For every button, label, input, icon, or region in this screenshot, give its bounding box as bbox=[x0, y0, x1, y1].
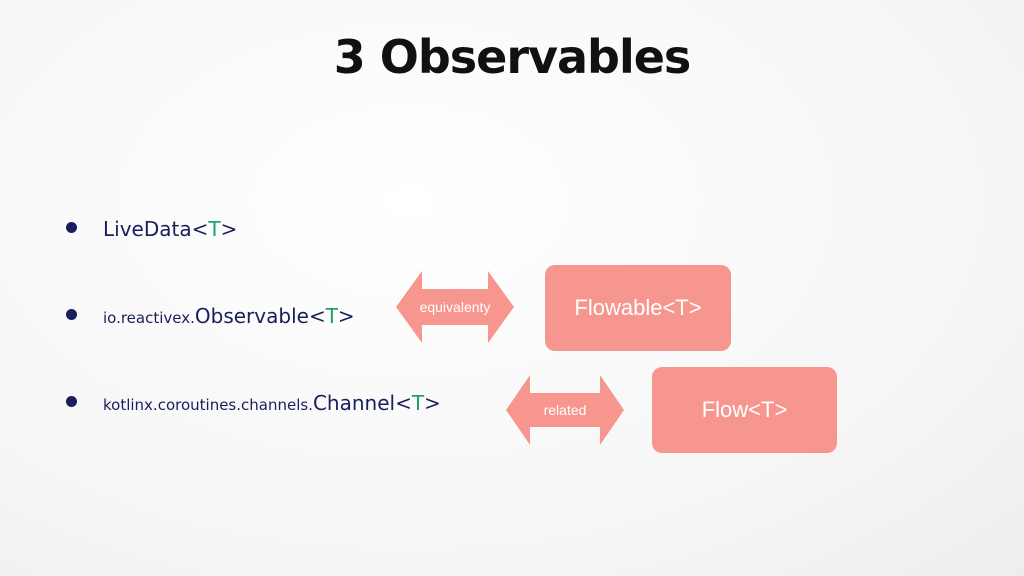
bullet-generic-open: < bbox=[308, 304, 326, 328]
flowable-box: Flowable<T> bbox=[545, 265, 731, 351]
bullet-generic-close: > bbox=[337, 304, 355, 328]
bullet-prefix: kotlinx.coroutines.channels. bbox=[103, 396, 313, 414]
bullet-class-name: LiveData bbox=[103, 217, 192, 241]
bullet-generic-close: > bbox=[220, 217, 238, 241]
double-arrow-related: related bbox=[506, 375, 624, 445]
bullet-dot bbox=[66, 396, 77, 407]
double-arrow-icon bbox=[396, 271, 514, 343]
arrow-label: related bbox=[543, 402, 587, 418]
bullet-class-name: Observable bbox=[194, 304, 309, 328]
bullet-type-param: T bbox=[325, 304, 338, 328]
bullet-livedata: LiveData < T > bbox=[66, 217, 237, 241]
bullet-generic-open: < bbox=[191, 217, 209, 241]
bullet-prefix: io.reactivex. bbox=[103, 309, 195, 327]
bullet-generic-close: > bbox=[424, 391, 441, 415]
bullet-dot bbox=[66, 222, 77, 233]
bullet-type-param: T bbox=[208, 217, 221, 241]
bullet-generic-open: < bbox=[395, 391, 412, 415]
bullet-observable: io.reactivex. Observable < T > bbox=[66, 304, 355, 328]
bullet-channel: kotlinx.coroutines.channels. Channel < T… bbox=[66, 391, 441, 415]
double-arrow-icon bbox=[506, 375, 624, 445]
slide-title: 3 Observables bbox=[333, 30, 692, 84]
arrow-label: equivalenty bbox=[419, 299, 491, 315]
double-arrow-equivalenty: equivalenty bbox=[396, 271, 514, 343]
bullet-type-param: T bbox=[411, 391, 425, 415]
bullet-class-name: Channel bbox=[312, 391, 396, 415]
bullet-dot bbox=[66, 309, 77, 320]
flow-box: Flow<T> bbox=[652, 367, 837, 453]
